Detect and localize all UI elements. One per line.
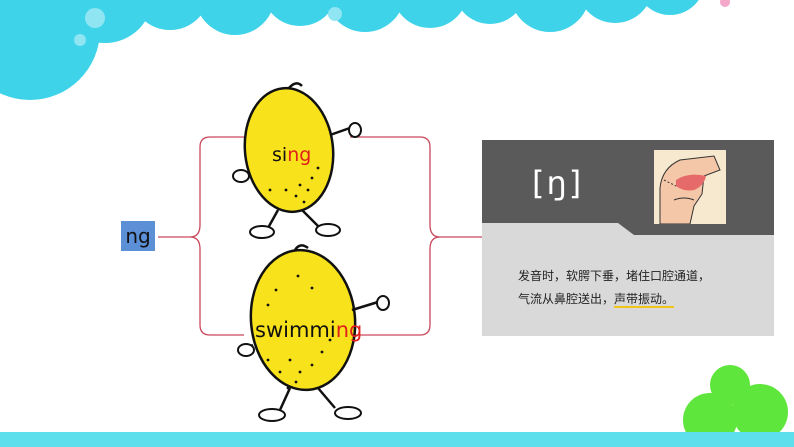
word-swimming-highlight: ng: [335, 318, 363, 342]
green-circle-cluster: [683, 365, 788, 447]
word-sing-base: si: [272, 144, 288, 166]
ipa-symbol: [ŋ]: [532, 164, 584, 202]
bottom-color-bar: [0, 432, 794, 447]
pronunciation-card: [ŋ] 发音时，软腭下垂，堵住口腔通道， 气流从鼻腔送出，声带振动。: [482, 140, 774, 336]
right-bracket: [350, 136, 482, 336]
articulation-line-2-prefix: 气流从鼻腔送出，: [518, 292, 615, 306]
phoneme-label-ng: ng: [121, 221, 155, 251]
card-header-bg: [482, 140, 774, 235]
articulation-line-2-highlight: 声带振动。: [614, 292, 675, 308]
mouth-diagram-image: [654, 150, 726, 225]
word-swimming-base: swimmi: [255, 318, 336, 342]
lemon-character-swimming: [237, 244, 390, 422]
articulation-line-2: 气流从鼻腔送出，声带振动。: [518, 288, 768, 311]
word-sing: sing: [272, 144, 311, 166]
left-bracket: [158, 136, 244, 336]
articulation-line-1: 发音时，软腭下垂，堵住口腔通道，: [518, 269, 711, 283]
word-swimming: swimming: [255, 318, 362, 342]
lemon-character-sing: [232, 82, 362, 239]
articulation-description: 发音时，软腭下垂，堵住口腔通道， 气流从鼻腔送出，声带振动。: [518, 265, 768, 311]
word-sing-highlight: ng: [287, 144, 312, 166]
bubble-cluster-top: [0, 0, 699, 100]
